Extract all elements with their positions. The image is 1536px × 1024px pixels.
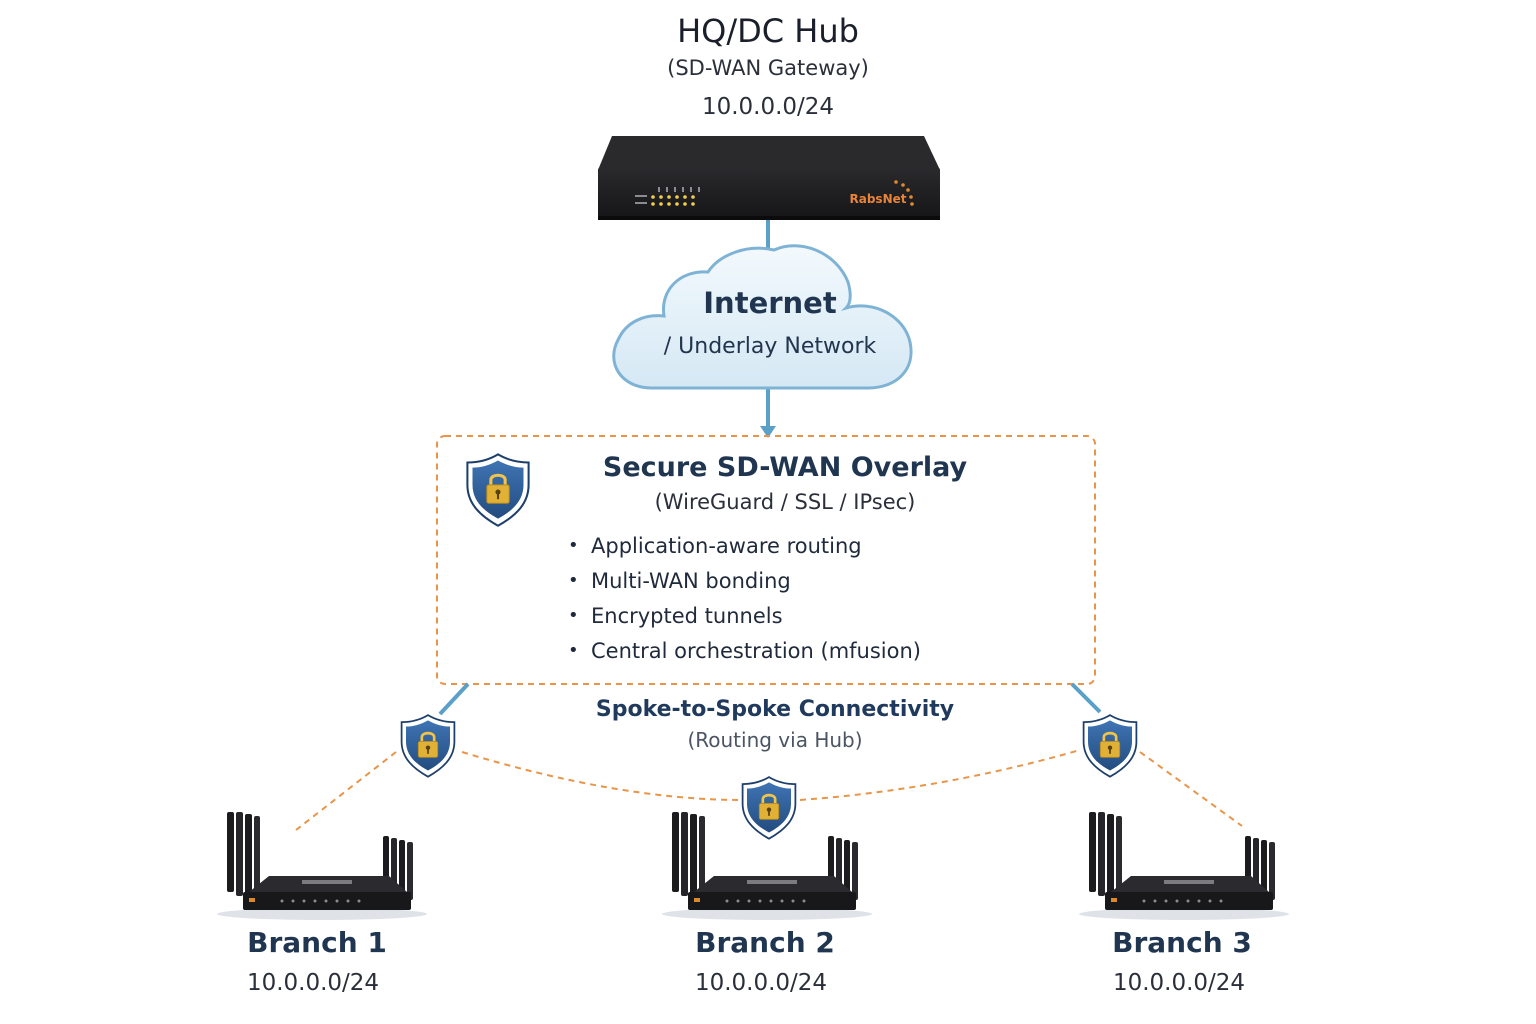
overlay-subtitle: (WireGuard / SSL / IPsec): [654, 490, 916, 514]
spoke-subtitle: (Routing via Hub): [687, 728, 863, 752]
branch2-subnet: 10.0.0.0/24: [694, 970, 828, 996]
branch3-shield-lock-icon: [1082, 713, 1138, 778]
feature-item: Encrypted tunnels: [568, 600, 921, 635]
branch3-name: Branch 3: [1112, 926, 1252, 959]
overlay-to-branch1-link: [438, 682, 470, 716]
branch2-name: Branch 2: [695, 926, 835, 959]
feature-item: Multi-WAN bonding: [568, 565, 921, 600]
arrow-head-icon: [760, 426, 776, 438]
cloud-subtitle: / Underlay Network: [663, 334, 877, 359]
branch1-subnet: 10.0.0.0/24: [246, 970, 380, 996]
branch3-subnet: 10.0.0.0/24: [1112, 970, 1246, 996]
feature-item: Central orchestration (mfusion): [568, 635, 921, 670]
branch1-name: Branch 1: [247, 926, 387, 959]
hub-subtitle: (SD-WAN Gateway): [667, 56, 869, 80]
feature-item: Application-aware routing: [568, 530, 921, 565]
overlay-shield-lock-icon: [465, 452, 531, 528]
tunnel-branch1-drop: [295, 751, 397, 831]
tunnel-branch2-branch3: [799, 749, 1081, 801]
overlay-box: [436, 435, 1096, 685]
tunnel-branch3-drop: [1139, 751, 1243, 827]
hub-title: HQ/DC Hub: [677, 12, 859, 50]
cloud-icon: [612, 244, 913, 390]
hub-subnet: 10.0.0.0/24: [701, 94, 835, 120]
overlay-feature-list: Application-aware routing Multi-WAN bond…: [568, 530, 921, 670]
cloud-title: Internet: [703, 286, 837, 320]
tunnel-branch1-branch2: [461, 751, 743, 801]
branch2-shield-lock-icon: [741, 775, 797, 840]
branch1-router-icon: [217, 812, 427, 920]
overlay-to-branch3-link: [1070, 682, 1102, 714]
hub-appliance-icon: [598, 136, 940, 220]
spoke-title: Spoke-to-Spoke Connectivity: [595, 697, 955, 722]
hub-brand-logo: RabsNet: [850, 192, 907, 206]
branch3-router-icon: [1079, 812, 1289, 920]
branch1-shield-lock-icon: [400, 713, 456, 778]
overlay-title: Secure SD-WAN Overlay: [602, 452, 968, 483]
